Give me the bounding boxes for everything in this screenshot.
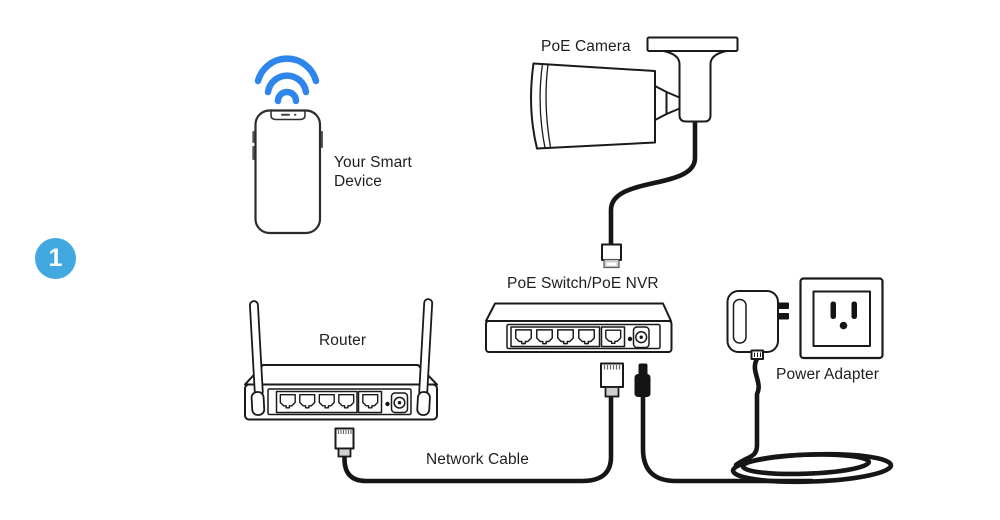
outlet-slot [851, 301, 857, 319]
network-cable-label: Network Cable [426, 451, 529, 468]
adapter-cable [733, 356, 761, 468]
camera-mount-post [662, 50, 728, 123]
router-rj45-plug-icon [334, 427, 355, 458]
switch-top-face [485, 302, 672, 322]
poe-camera-label: PoE Camera [541, 38, 631, 55]
router-antenna-left [249, 300, 266, 416]
camera-body [530, 62, 656, 150]
power-adapter-label: Power Adapter [776, 366, 879, 383]
smartphone-icon [252, 109, 323, 235]
router-top-face [244, 364, 438, 386]
phone-notch [270, 111, 306, 121]
router-led [385, 401, 390, 407]
adapter-prong [778, 313, 789, 320]
power-adapter-icon [726, 290, 789, 360]
router-antenna-right [416, 298, 434, 416]
switch-panel [506, 323, 661, 350]
wifi-icon [254, 55, 320, 105]
power-plug-cable [640, 392, 815, 484]
camera-rj45-plug-icon [601, 243, 622, 269]
poe-camera-icon [530, 36, 739, 150]
poe-switch-label: PoE Switch/PoE NVR [507, 275, 659, 292]
camera-mount-bar [646, 36, 739, 52]
router-icon [244, 298, 438, 421]
switch-power-jack [632, 326, 650, 349]
poe-switch-icon [485, 302, 673, 353]
adapter-prong [778, 302, 789, 309]
router-label: Router [319, 332, 367, 349]
router-panel [267, 388, 412, 416]
wall-outlet-icon [799, 277, 884, 360]
outlet-ground-hole [839, 321, 848, 330]
dc-barrel-plug-icon [634, 363, 651, 397]
phone-volume-button [252, 131, 255, 143]
outlet-slot [830, 301, 836, 319]
router-power-jack [390, 392, 409, 414]
cables-layer [342, 119, 894, 485]
switch-rj45-plug-icon [600, 362, 624, 398]
switch-led [627, 336, 633, 342]
camera-cable [608, 119, 698, 249]
switch-uplink-port [600, 326, 626, 348]
smart-device-label: Your Smart Device [334, 154, 412, 190]
cable-coil-icon [730, 451, 894, 485]
network-cable [342, 393, 614, 484]
router-wan-port [357, 390, 383, 414]
step-badge: 1 [35, 238, 76, 279]
phone-volume-button [252, 146, 255, 160]
adapter-body [726, 290, 779, 353]
